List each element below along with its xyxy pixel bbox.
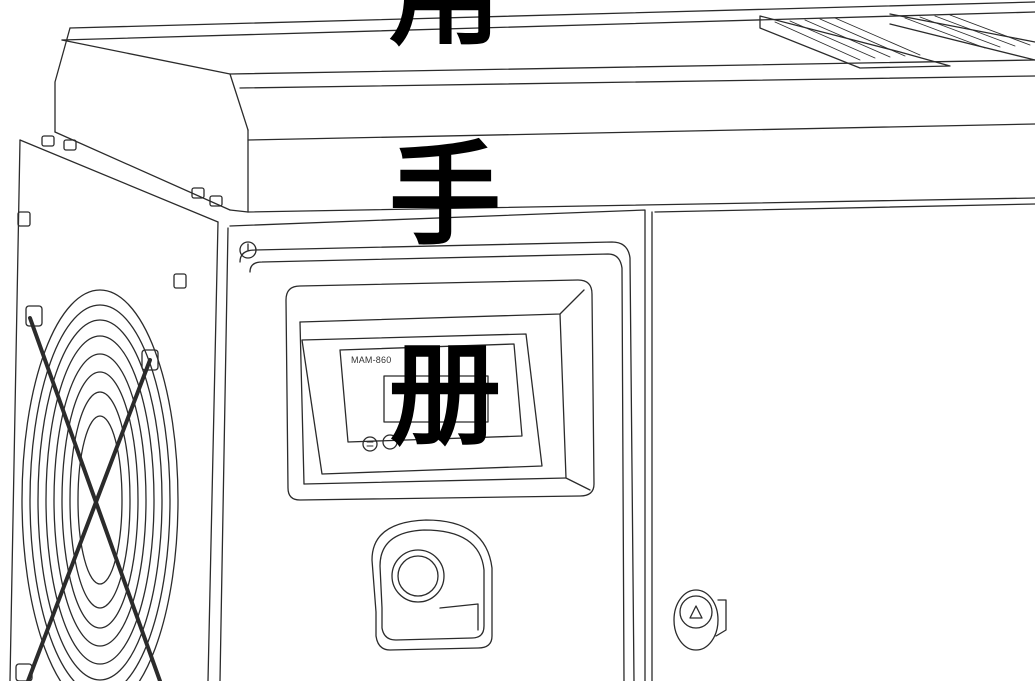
top-housing: [54, 1, 1035, 213]
title-char-hand: 手: [389, 131, 501, 261]
fan-icon: [15, 289, 179, 681]
display-screen: [301, 333, 543, 475]
display-housing: [285, 279, 595, 501]
model-label: MAM-860: [351, 355, 392, 365]
emergency-stop-icon: [371, 519, 493, 651]
left-side-panel: [9, 139, 229, 681]
top-vents: [759, 13, 1035, 69]
title-char-use: 用: [385, 0, 505, 52]
front-panel: [229, 203, 1035, 681]
top-bolts: [41, 135, 223, 207]
warning-triangle-icon: [673, 589, 727, 651]
power-icon: [362, 436, 378, 452]
title-char-book: 册: [389, 331, 501, 461]
